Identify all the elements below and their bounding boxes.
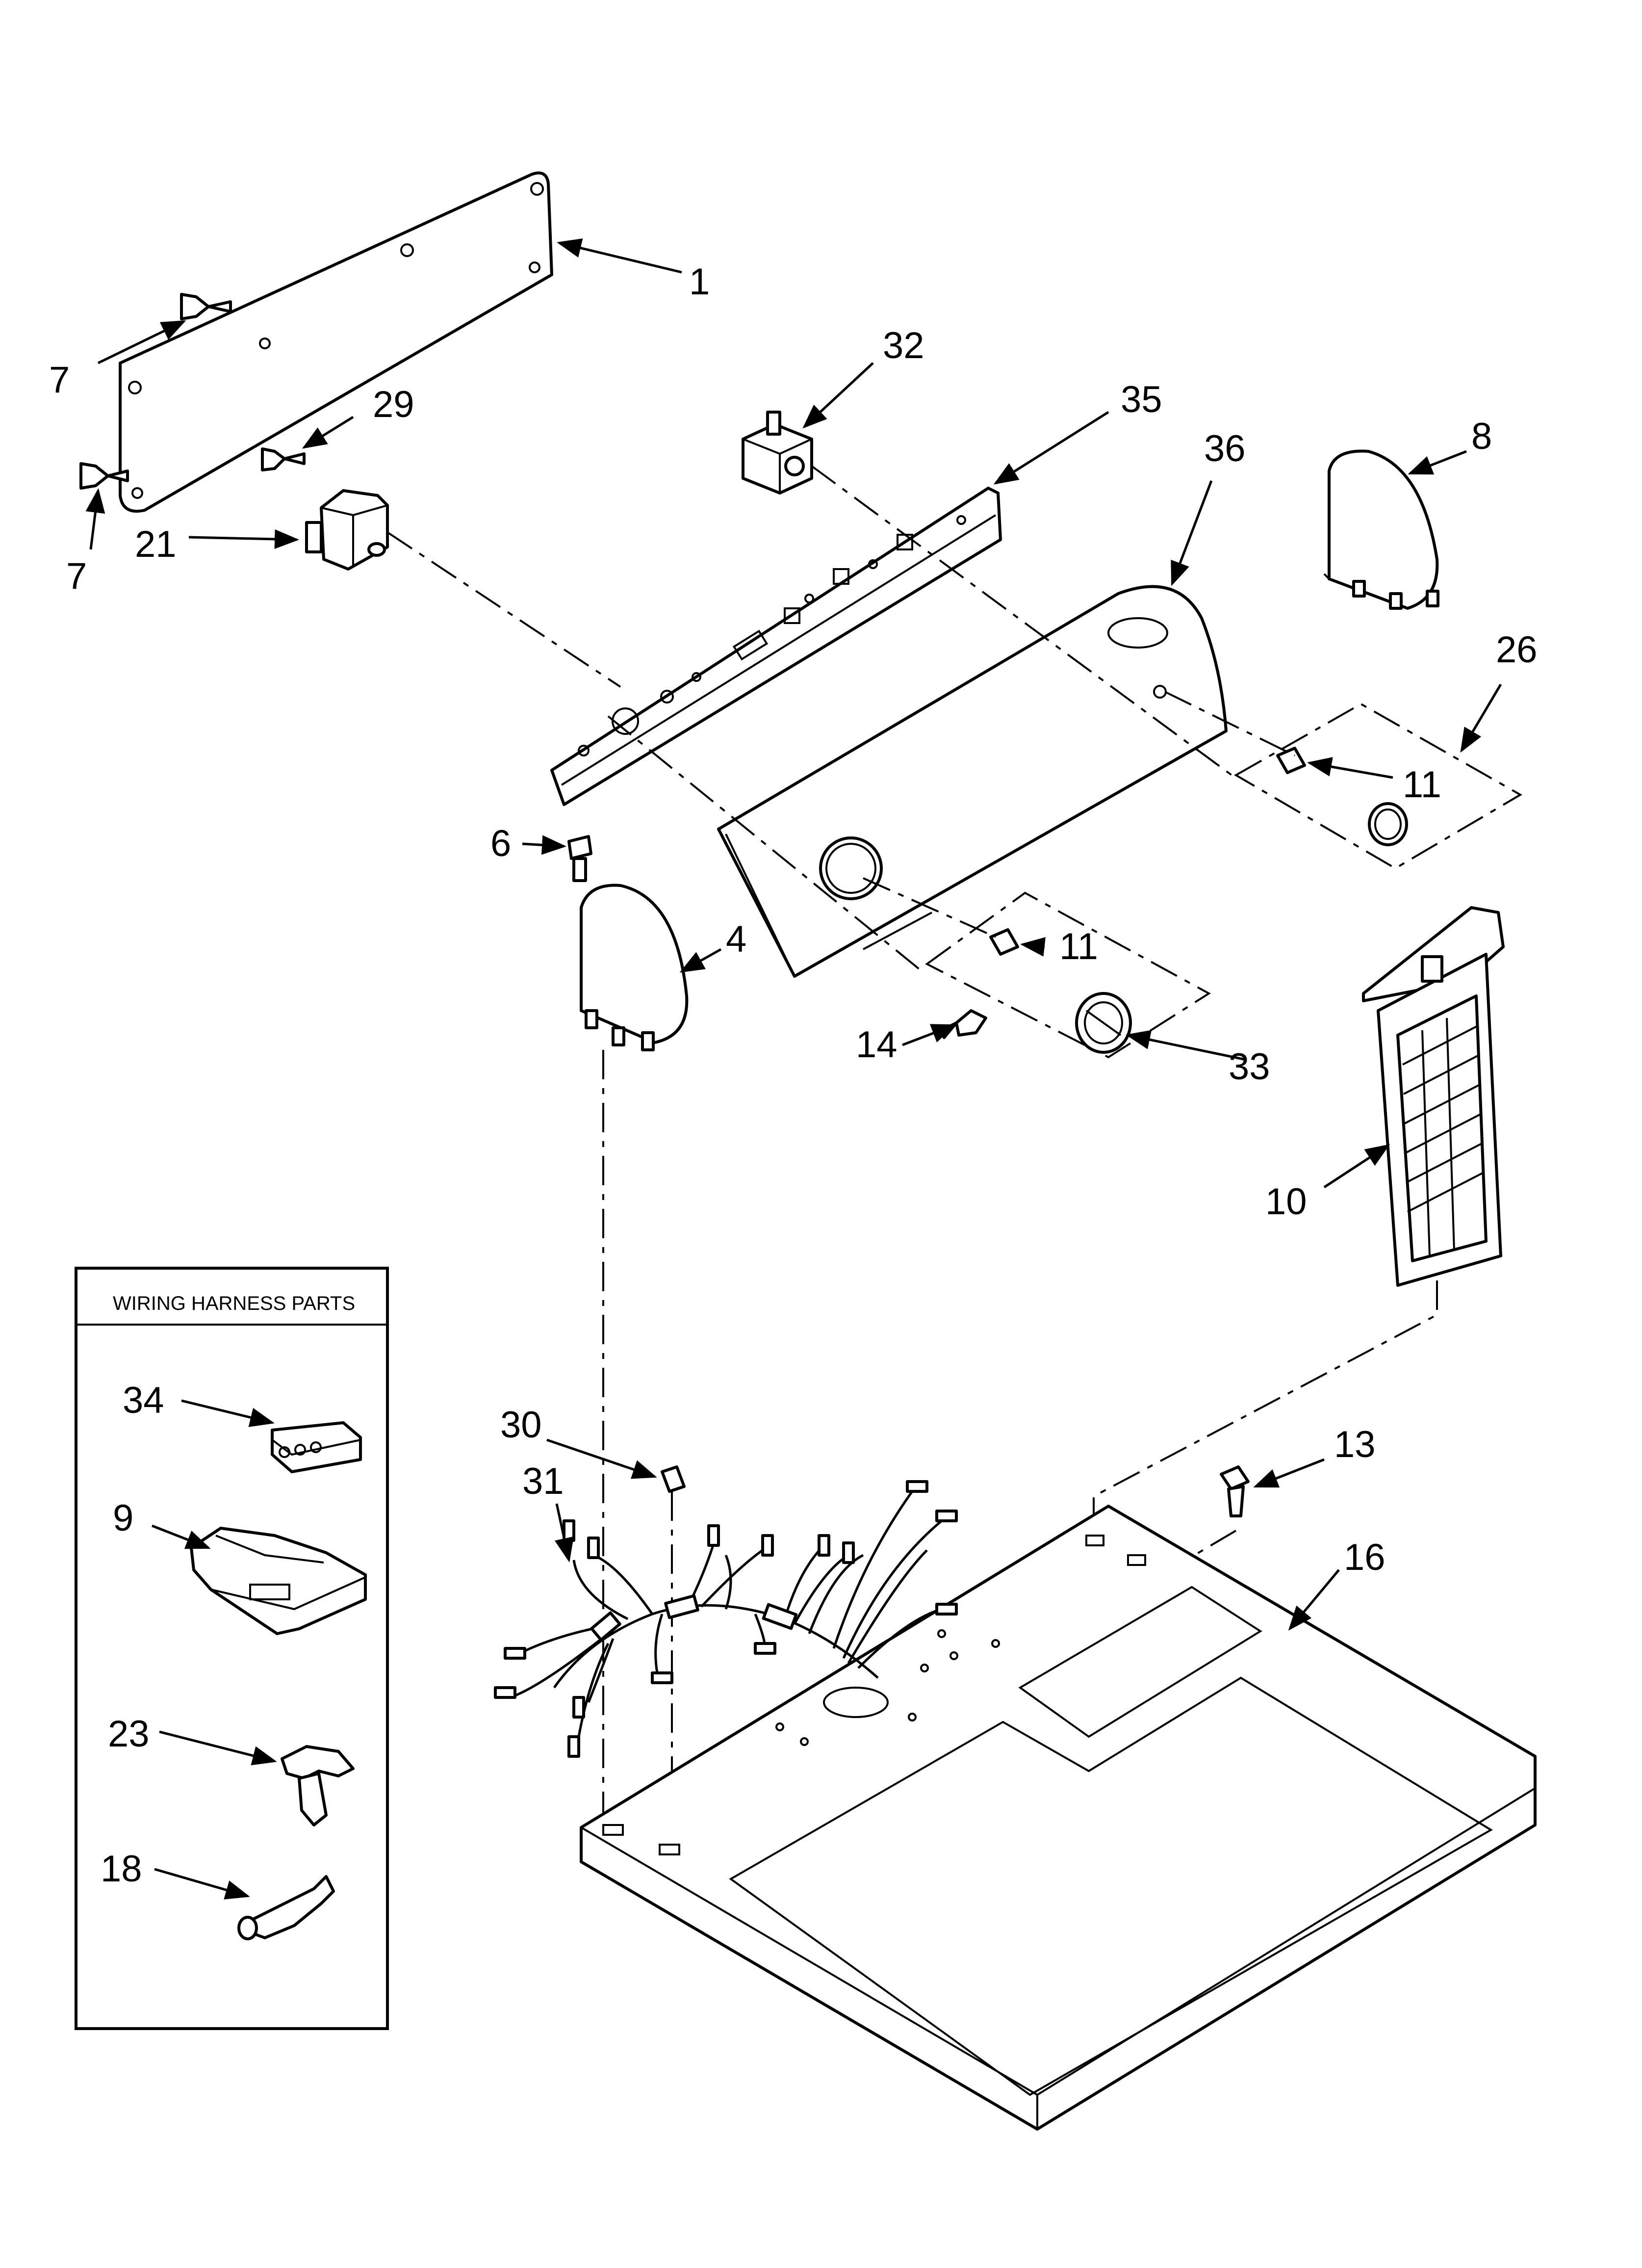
callout-32: 32 xyxy=(883,325,924,366)
part-timer-21 xyxy=(305,489,389,571)
callout-29: 29 xyxy=(373,384,414,425)
callout-18: 18 xyxy=(101,1848,142,1890)
callout-34: 34 xyxy=(123,1380,164,1421)
part-screw-7-upper xyxy=(180,293,232,320)
callout-4: 4 xyxy=(726,918,746,960)
callout-6: 6 xyxy=(490,823,511,864)
callout-11-right: 11 xyxy=(1403,764,1441,806)
part-screw-14 xyxy=(940,1009,987,1039)
lint-screen-mesh xyxy=(1402,1017,1484,1256)
inset-title: WIRING HARNESS PARTS xyxy=(113,1293,355,1314)
callout-8: 8 xyxy=(1471,416,1492,457)
part-clip-23 xyxy=(281,1745,355,1826)
part-connector-34 xyxy=(271,1421,362,1473)
callout-7-upper: 7 xyxy=(49,359,70,401)
part-rear-panel xyxy=(119,171,553,513)
callout-21: 21 xyxy=(135,523,177,565)
part-endcap-8 xyxy=(1323,449,1439,610)
part-screw-6 xyxy=(567,835,592,882)
part-endcap-4 xyxy=(580,884,689,1051)
callout-14: 14 xyxy=(856,1024,898,1066)
callout-7-lower: 7 xyxy=(66,555,87,597)
callout-30: 30 xyxy=(500,1404,542,1446)
part-screw-7-lower xyxy=(79,462,129,490)
callout-13: 13 xyxy=(1334,1424,1376,1465)
part-terminal-18 xyxy=(237,1875,335,1940)
callout-35: 35 xyxy=(1121,379,1162,420)
leader-arrows xyxy=(85,238,1502,1900)
callout-33: 33 xyxy=(1229,1046,1270,1088)
callout-23: 23 xyxy=(108,1713,150,1755)
callout-11-center: 11 xyxy=(1059,926,1098,967)
part-lint-screen-10 xyxy=(1362,906,1505,1287)
callout-labels: 1 7 7 29 21 32 35 36 8 26 11 6 4 11 14 3… xyxy=(49,261,1538,1890)
callout-36: 36 xyxy=(1204,428,1246,469)
callout-1: 1 xyxy=(689,261,710,303)
assembly-centerlines xyxy=(386,465,1438,1854)
callout-9: 9 xyxy=(113,1497,133,1539)
part-switch-32 xyxy=(742,411,813,495)
callout-10: 10 xyxy=(1265,1181,1307,1223)
callout-31: 31 xyxy=(522,1460,564,1502)
callout-26: 26 xyxy=(1496,629,1538,671)
part-group-26 xyxy=(1233,703,1522,870)
part-screw-13 xyxy=(1220,1465,1250,1517)
part-screw-29 xyxy=(261,447,306,471)
callout-16: 16 xyxy=(1344,1537,1385,1578)
part-terminal-block-9 xyxy=(190,1527,367,1635)
part-top-16 xyxy=(580,1505,1537,2131)
part-clip-30 xyxy=(661,1465,686,1493)
part-group-33 xyxy=(925,891,1211,1059)
part-console-36 xyxy=(717,585,1228,978)
wiring-harness-inset: WIRING HARNESS PARTS xyxy=(75,1267,389,2030)
part-wiring-harness-31 xyxy=(494,1480,958,1758)
